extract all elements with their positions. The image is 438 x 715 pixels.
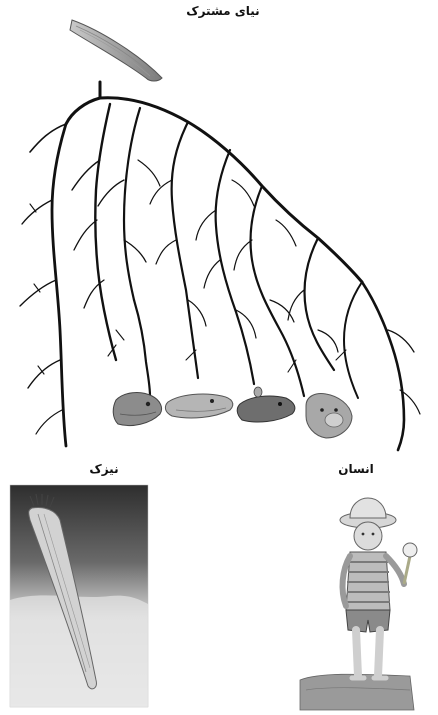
- lizard-icon: [165, 394, 232, 418]
- monkey-icon: [306, 394, 352, 439]
- mouse-icon: [237, 387, 295, 422]
- phylogenetic-tree: [20, 82, 420, 450]
- fish-icon: [113, 393, 161, 426]
- ancestor-icon: [70, 20, 162, 81]
- lancelet-panel: [10, 485, 148, 707]
- human-icon: [300, 498, 417, 710]
